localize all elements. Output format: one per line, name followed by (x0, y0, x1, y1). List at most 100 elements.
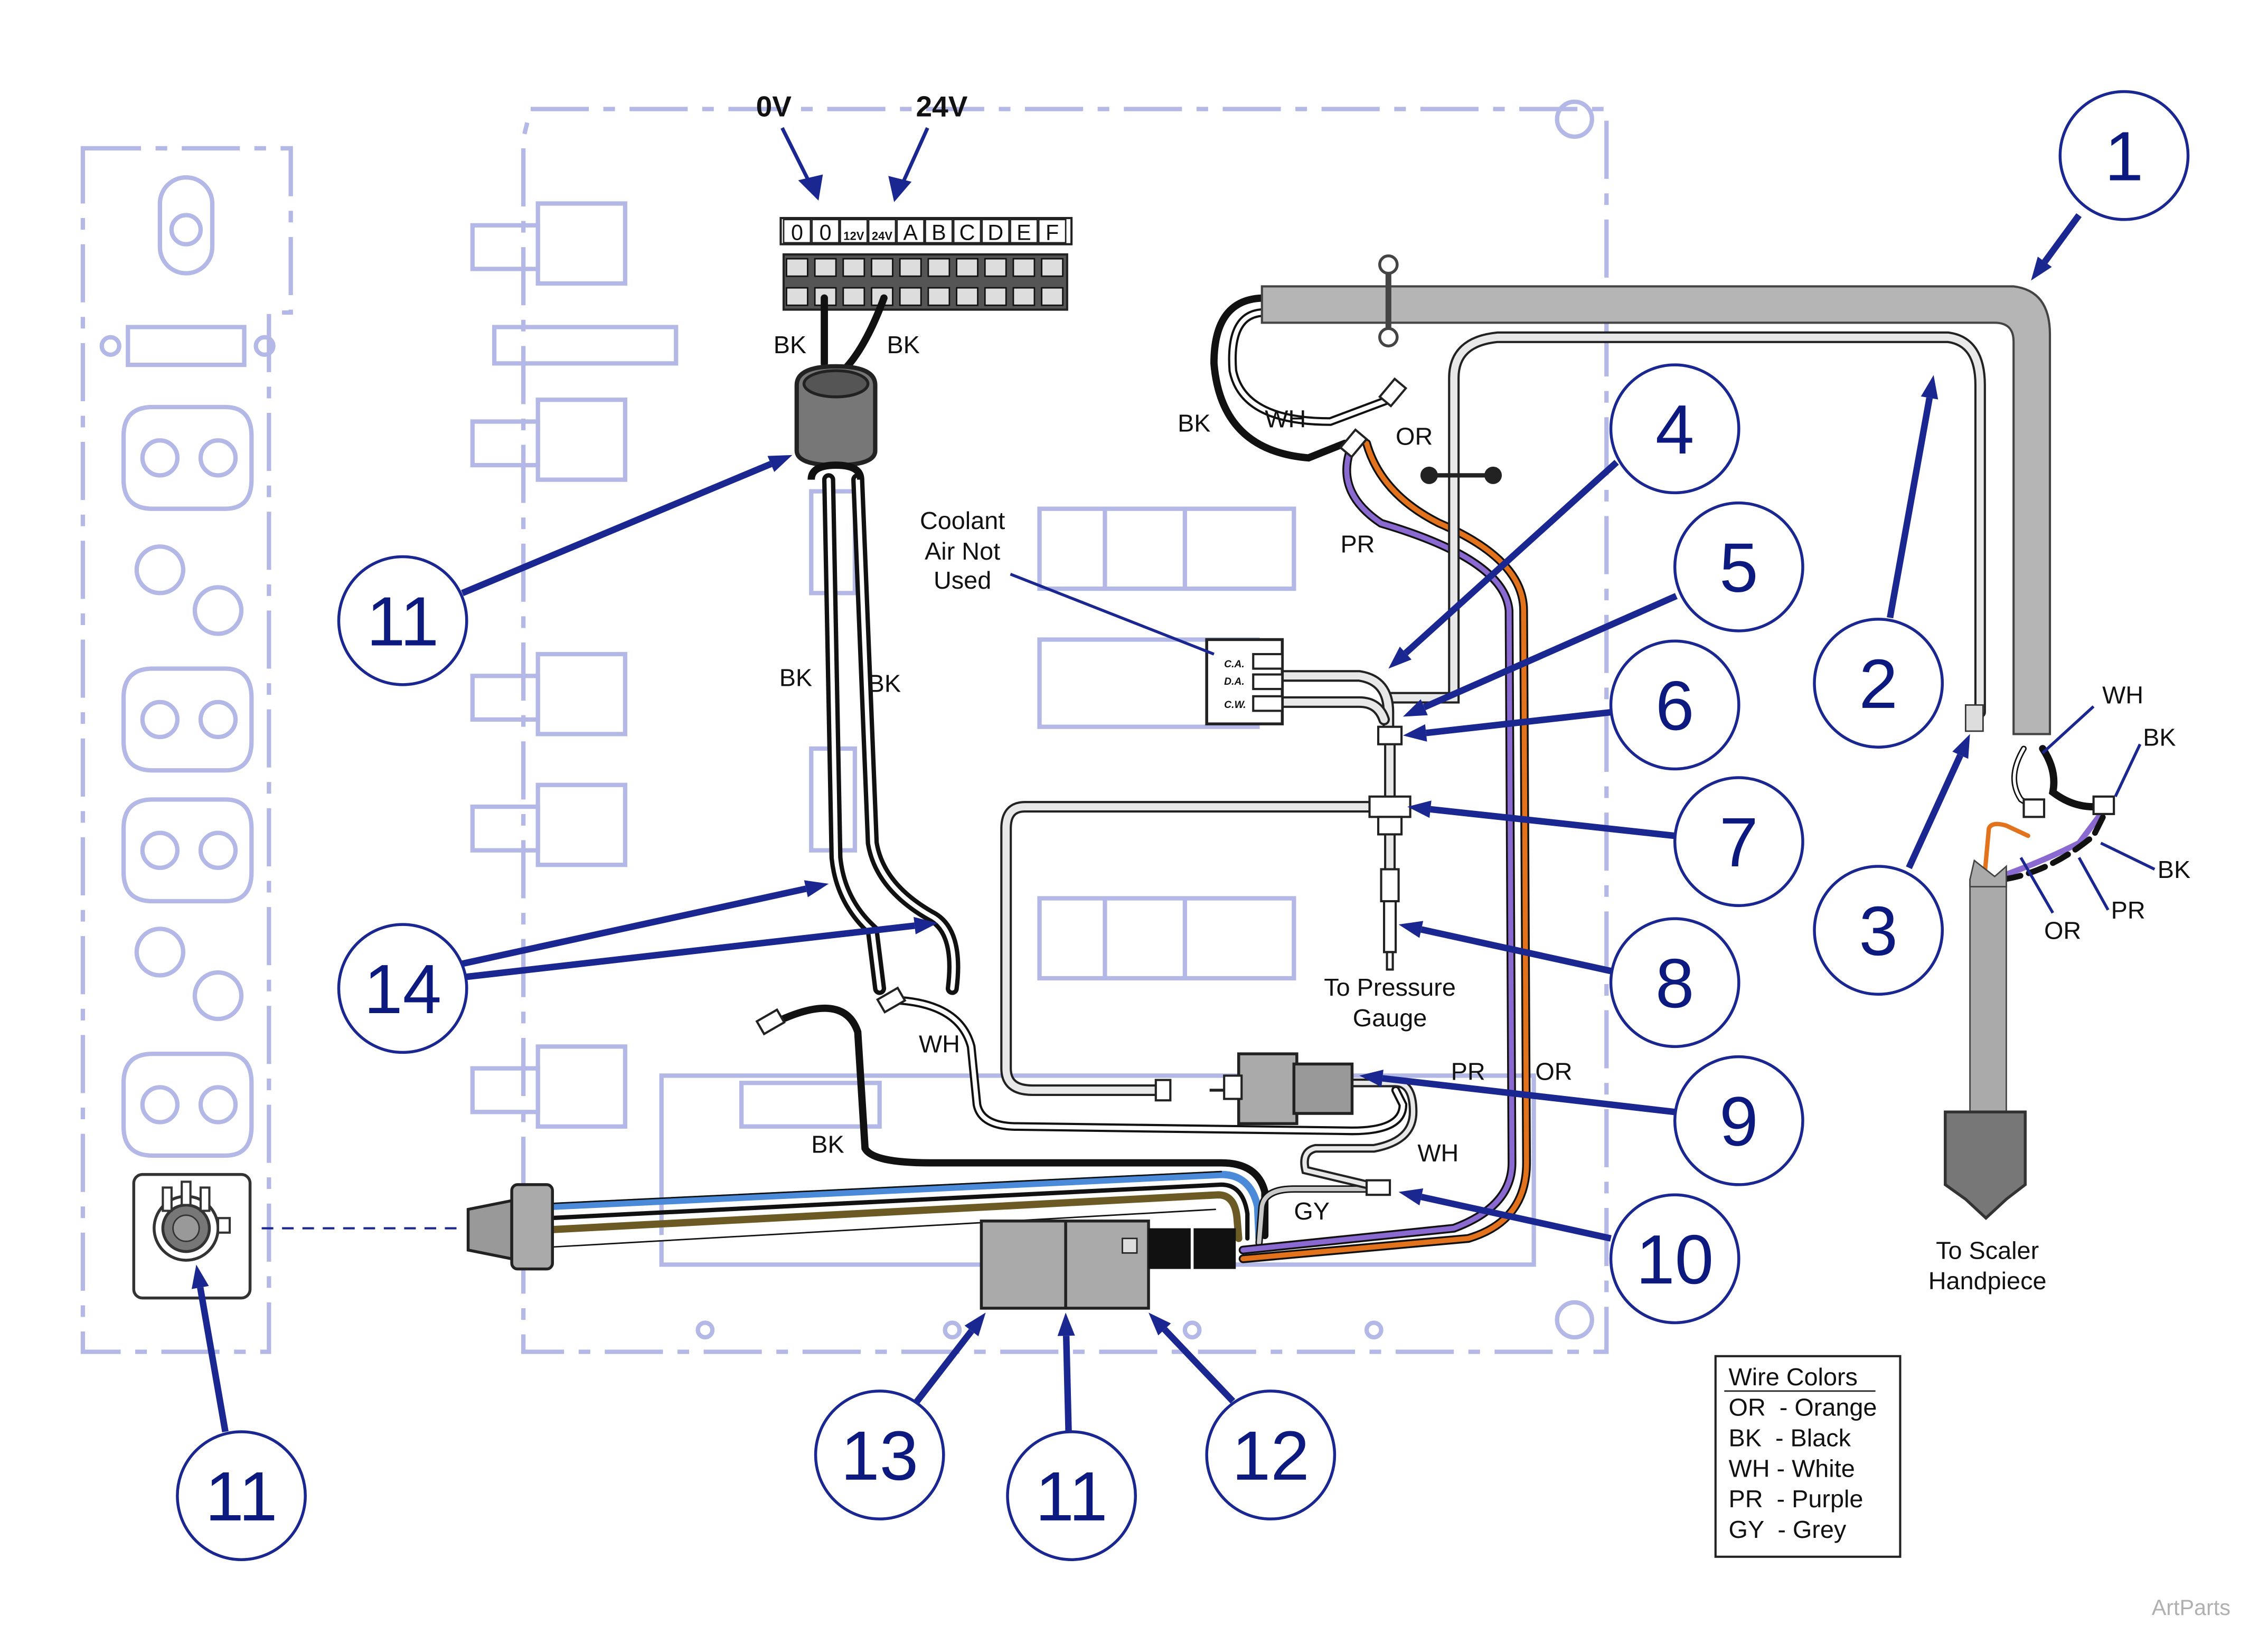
terminal-slot (868, 219, 897, 244)
legend-row-or: OR - Orange (1729, 1394, 1877, 1421)
callout-number: 9 (1719, 1083, 1758, 1161)
relay-block (980, 1220, 1236, 1310)
terminal-screw (984, 287, 1007, 306)
label-wh-harness: WH (919, 1030, 960, 1057)
callout-number: 1 (2105, 117, 2144, 195)
callout-circle (1673, 776, 1804, 908)
valve-manifold: C.A. D.A. C.W. (1205, 638, 1284, 725)
terminal-screw (842, 258, 865, 277)
label-gy-lower: GY (1294, 1197, 1330, 1225)
wire-color-legend: Wire Colors OR - Orange BK - Black WH - … (1714, 1355, 1902, 1558)
legend-title: Wire Colors (1729, 1363, 1858, 1391)
terminal-screw (842, 287, 865, 306)
leader-arrowhead (1057, 1312, 1075, 1336)
scaler-cable (1260, 254, 2051, 1221)
voltage-0-label: 0V (756, 90, 792, 122)
terminal-screw (927, 287, 951, 306)
leader-line (197, 1287, 229, 1433)
terminal-slot (981, 219, 1010, 244)
callout-number: 2 (1859, 645, 1898, 723)
callout-number: 3 (1859, 892, 1898, 970)
valve-da-label: D.A. (1224, 676, 1245, 687)
leader-line (2042, 213, 2082, 264)
label-pr-tube-mid: PR (1340, 530, 1375, 558)
callout-circle (176, 1430, 307, 1562)
tube-fittings (755, 377, 2115, 1196)
callout-c11-bottom: 11 (1006, 1312, 1137, 1562)
callout-circle (1673, 1055, 1804, 1186)
terminal-screw (1041, 287, 1064, 306)
terminal-slot (1010, 219, 1038, 244)
callout-circle (1609, 363, 1740, 495)
valve-cw-label: C.W. (1224, 700, 1246, 711)
terminal-screw (814, 258, 837, 277)
wire-labels: BK BK BK WH OR PR BK BK WH BK PR OR WH G… (774, 331, 2190, 1225)
terminal-slot-label: B (931, 220, 946, 244)
leader-arrowhead (1398, 921, 1424, 938)
callout-c14: 14 (337, 880, 938, 1054)
terminal-slot-label: 0 (791, 220, 803, 244)
callout-number: 7 (1719, 804, 1758, 882)
terminal-screw (927, 258, 951, 277)
terminal-screw (956, 287, 978, 306)
leader-arrowhead (1403, 724, 1427, 742)
terminal-screw (1012, 287, 1036, 306)
callout-circle (1609, 639, 1740, 771)
bottom-left-connector (466, 1183, 554, 1271)
coolant-line-2: Air Not (925, 537, 1000, 565)
leader-line (1423, 593, 1678, 711)
label-pr-lower: PR (1451, 1058, 1485, 1085)
callout-circle (1813, 618, 1944, 749)
callout-c11-top: 11 (337, 455, 793, 686)
scaler-line-2: Handpiece (1928, 1267, 2047, 1295)
scaler-line-1: To Scaler (1936, 1236, 2039, 1264)
leader-line (1382, 1075, 1676, 1116)
left-panel-switch (132, 1173, 466, 1300)
label-or-tube-top: OR (1396, 423, 1433, 450)
label-bk-cable-2: BK (2158, 856, 2190, 883)
callout-c3: 3 (1813, 734, 1970, 996)
label-wh-tube-top: WH (1265, 405, 1306, 433)
callout-number: 4 (1655, 391, 1695, 469)
terminal-slot-label: 0 (820, 220, 832, 244)
leader-line (1062, 1336, 1072, 1432)
leader-arrowhead (1388, 646, 1412, 669)
label-or-cable: OR (2044, 917, 2081, 944)
wires (545, 294, 2111, 1263)
terminal-slot (925, 219, 953, 244)
callout-number: 13 (841, 1417, 918, 1495)
callout-circle (1006, 1430, 1137, 1562)
leader-arrowhead (804, 880, 829, 897)
terminal-slot-label: 12V (843, 229, 864, 242)
leader-arrowhead (1359, 1070, 1384, 1087)
terminal-screw (899, 258, 922, 277)
terminal-slot (783, 219, 812, 244)
callout-c10: 10 (1398, 1188, 1740, 1325)
label-wh-lower: WH (1417, 1139, 1458, 1167)
terminal-slot-label: F (1046, 220, 1059, 244)
annotations: Coolant Air Not Used To Pressure Gauge T… (920, 507, 2047, 1295)
callout-number: 10 (1636, 1221, 1714, 1299)
terminal-screw (1041, 258, 1064, 277)
callout-number: 12 (1232, 1417, 1310, 1495)
callout-c11-left: 11 (176, 1264, 307, 1562)
terminal-screw (1012, 258, 1036, 277)
leader-arrowhead (191, 1264, 209, 1289)
callout-c13: 13 (814, 1312, 986, 1520)
terminal-slot (953, 219, 982, 244)
valve-ca-label: C.A. (1224, 659, 1245, 670)
ferrite-sleeve-top (794, 364, 878, 480)
terminal-screw (786, 287, 808, 306)
legend-row-bk: BK - Black (1729, 1424, 1851, 1452)
callout-number: 14 (364, 950, 441, 1028)
callout-c7: 7 (1407, 776, 1804, 908)
leader-line (1906, 753, 1963, 870)
callout-c2: 2 (1813, 375, 1944, 749)
terminal-slot (811, 219, 840, 244)
label-bk-tube-top: BK (1178, 410, 1210, 437)
callout-c9: 9 (1359, 1055, 1804, 1186)
terminal-slot-label: C (959, 220, 975, 244)
callout-c12: 12 (1149, 1312, 1337, 1520)
pressure-gauge-line-2: Gauge (1353, 1004, 1427, 1032)
terminal-screw (899, 287, 922, 306)
